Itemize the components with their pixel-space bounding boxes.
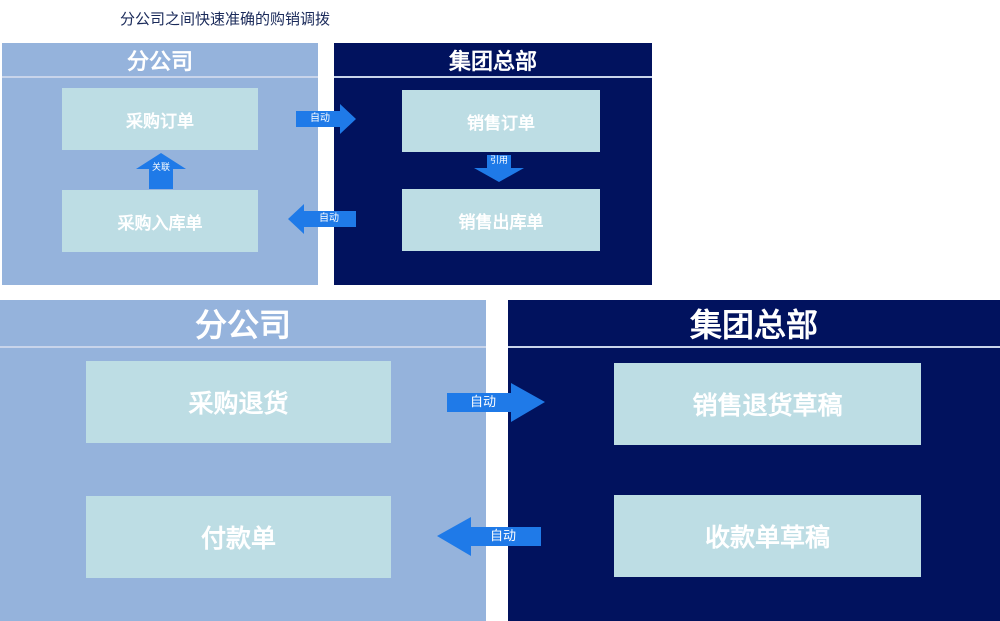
top-branch-header: 分公司 [2, 43, 318, 78]
auto-right-arrow-icon: 自动 [447, 383, 545, 422]
purchase-receipt-box: 采购入库单 [62, 190, 258, 252]
top-hq-header: 集团总部 [334, 43, 652, 78]
arrow-label: 关联 [151, 163, 170, 173]
arrow-label: 自动 [489, 529, 516, 544]
ref-down-arrow-icon: 引用 [474, 155, 524, 182]
purchase-order-box: 采购订单 [62, 88, 258, 150]
arrow-label: 自动 [319, 213, 339, 224]
bottom-branch-header: 分公司 [0, 300, 486, 348]
arrow-label: 自动 [469, 395, 496, 410]
bottom-hq-header: 集团总部 [508, 300, 1000, 348]
receipt-draft-box: 收款单草稿 [614, 495, 921, 577]
arrow-label: 引用 [489, 156, 508, 166]
auto-left-arrow-icon: 自动 [437, 517, 541, 556]
sales-order-box: 销售订单 [402, 90, 600, 152]
link-up-arrow-icon: 关联 [136, 153, 186, 189]
diagram-title: 分公司之间快速准确的购销调拨 [120, 10, 331, 28]
sales-delivery-box: 销售出库单 [402, 189, 600, 251]
auto-right-arrow-icon: 自动 [296, 104, 356, 134]
purchase-return-box: 采购退货 [86, 361, 391, 443]
auto-left-arrow-icon: 自动 [288, 204, 356, 234]
sales-return-draft-box: 销售退货草稿 [614, 363, 921, 445]
bottom-branch-panel: 分公司 [0, 300, 486, 621]
arrow-label: 自动 [310, 113, 330, 124]
payment-box: 付款单 [86, 496, 391, 578]
